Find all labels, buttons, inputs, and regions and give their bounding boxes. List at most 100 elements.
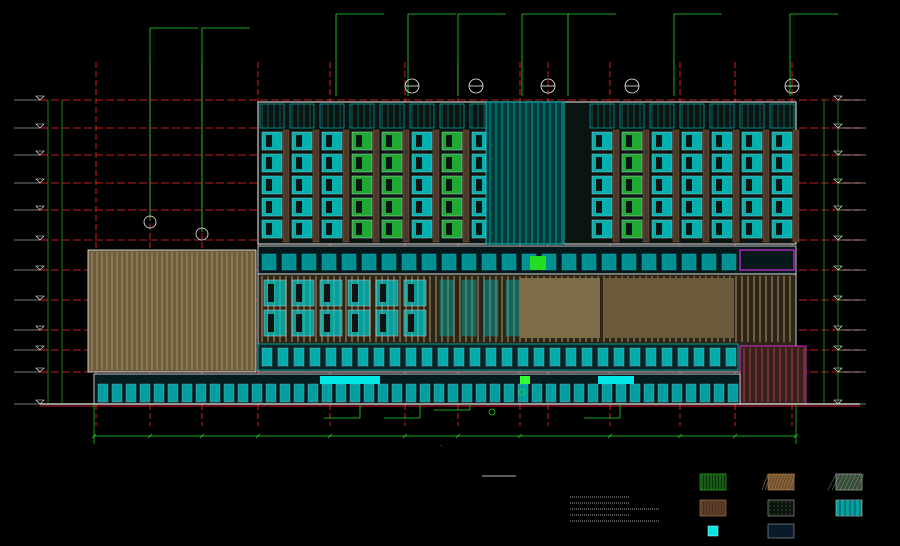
window-mullion [266, 157, 272, 169]
storefront-panel [265, 383, 277, 403]
brick-pier [312, 129, 320, 243]
transfer-window [581, 253, 597, 271]
storefront-panel [167, 383, 179, 403]
transfer-window [721, 253, 737, 271]
podium-window [483, 279, 499, 337]
legend-swatch [707, 525, 719, 537]
storefront-panel [503, 383, 515, 403]
storefront-panel [125, 383, 137, 403]
storefront-panel [531, 383, 543, 403]
band-window [389, 347, 401, 367]
legend-swatch-extra [767, 523, 795, 539]
window-mullion [266, 223, 272, 235]
window-mullion [268, 284, 274, 302]
band-window [725, 347, 737, 367]
window-mullion [446, 179, 452, 191]
storefront-panel [643, 383, 655, 403]
parapet-panel [619, 103, 645, 129]
dim-tick [607, 433, 613, 439]
swatch-dot [769, 501, 771, 503]
transfer-window [641, 253, 657, 271]
band-window [453, 347, 465, 367]
band-window [341, 347, 353, 367]
swatch-dot [769, 513, 771, 515]
band-window [533, 347, 545, 367]
swatch-line [835, 473, 845, 491]
parapet-panel [739, 103, 765, 129]
parapet-panel [349, 103, 375, 129]
legend-swatch [767, 499, 795, 517]
legend-item [699, 499, 727, 517]
band-window [293, 347, 305, 367]
band-window [549, 347, 561, 367]
podium-window [263, 279, 287, 307]
brick-pier [762, 129, 770, 243]
window-mullion [476, 179, 482, 191]
window-mullion [446, 223, 452, 235]
magenta-sign [739, 249, 795, 271]
dim-tick [147, 433, 153, 439]
window-mullion [408, 314, 414, 332]
swatch-dot [789, 501, 791, 503]
band-window [261, 347, 273, 367]
level-triangle [35, 295, 45, 301]
parapet-panel [289, 103, 315, 129]
window-mullion [776, 135, 782, 147]
window-mullion [386, 223, 392, 235]
band-window [661, 347, 673, 367]
window-mullion [476, 157, 482, 169]
storefront-panel [251, 383, 263, 403]
band-window [677, 347, 689, 367]
band-window [405, 347, 417, 367]
swatch-dot [777, 509, 779, 511]
parapet-panel [319, 103, 345, 129]
window-mullion [776, 157, 782, 169]
band-window [581, 347, 593, 367]
window-mullion [356, 201, 362, 213]
window-mullion [416, 223, 422, 235]
podium-window [439, 279, 455, 337]
swatch-line [773, 473, 781, 491]
level-triangle [35, 235, 45, 241]
level-triangle [35, 325, 45, 331]
brick-pier [672, 129, 680, 243]
level-markers-left [14, 95, 63, 405]
brick-pier [462, 129, 470, 243]
podium-window [403, 309, 427, 337]
transfer-window [621, 253, 637, 271]
window-mullion [356, 223, 362, 235]
podium [87, 249, 807, 405]
window-mullion [596, 179, 602, 191]
storefront-panel [559, 383, 571, 403]
window-mullion [686, 223, 692, 235]
swatch-dot [777, 505, 779, 507]
band-window [629, 347, 641, 367]
storefront-panel [153, 383, 165, 403]
band-window [613, 347, 625, 367]
swatch-line [855, 473, 865, 491]
window-mullion [716, 135, 722, 147]
swatch-line [831, 473, 841, 491]
window-mullion [296, 157, 302, 169]
podium-window [347, 279, 371, 307]
window-mullion [686, 135, 692, 147]
brick-pier [612, 129, 620, 243]
window-mullion [380, 314, 386, 332]
window-mullion [746, 135, 752, 147]
dim-tick [455, 433, 461, 439]
window-mullion [386, 135, 392, 147]
dim-tick [677, 433, 683, 439]
storefront-panel [377, 383, 389, 403]
swatch-line [827, 473, 837, 491]
swatch-dot [781, 509, 783, 511]
window-mullion [446, 135, 452, 147]
storefront-panel [629, 383, 641, 403]
swatch-dot [789, 509, 791, 511]
section-dot [518, 388, 526, 396]
level-triangle [35, 150, 45, 156]
window-mullion [296, 223, 302, 235]
tower-core-glass [485, 101, 565, 245]
window-mullion [626, 135, 632, 147]
transfer-window [701, 253, 717, 271]
transfer-window [301, 253, 317, 271]
